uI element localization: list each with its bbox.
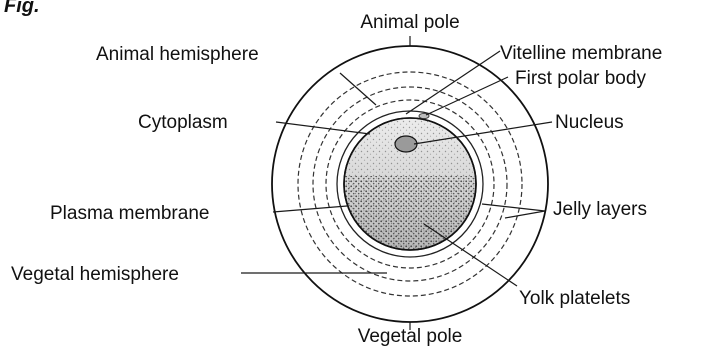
label-plasma-membrane: Plasma membrane <box>50 203 209 224</box>
label-vitelline-membrane: Vitelline membrane <box>500 43 662 64</box>
label-yolk-platelets: Yolk platelets <box>519 288 630 309</box>
label-first-polar-body: First polar body <box>515 68 646 89</box>
label-vegetal-pole: Vegetal pole <box>358 326 463 347</box>
nucleus <box>395 136 417 152</box>
figure-tag: Fig. <box>4 0 40 17</box>
label-nucleus: Nucleus <box>555 112 624 133</box>
label-jelly-layers: Jelly layers <box>553 199 647 220</box>
label-vegetal-hemisphere: Vegetal hemisphere <box>11 264 179 285</box>
label-cytoplasm: Cytoplasm <box>138 112 228 133</box>
label-animal-hemisphere: Animal hemisphere <box>96 44 259 65</box>
label-animal-pole: Animal pole <box>360 12 459 33</box>
